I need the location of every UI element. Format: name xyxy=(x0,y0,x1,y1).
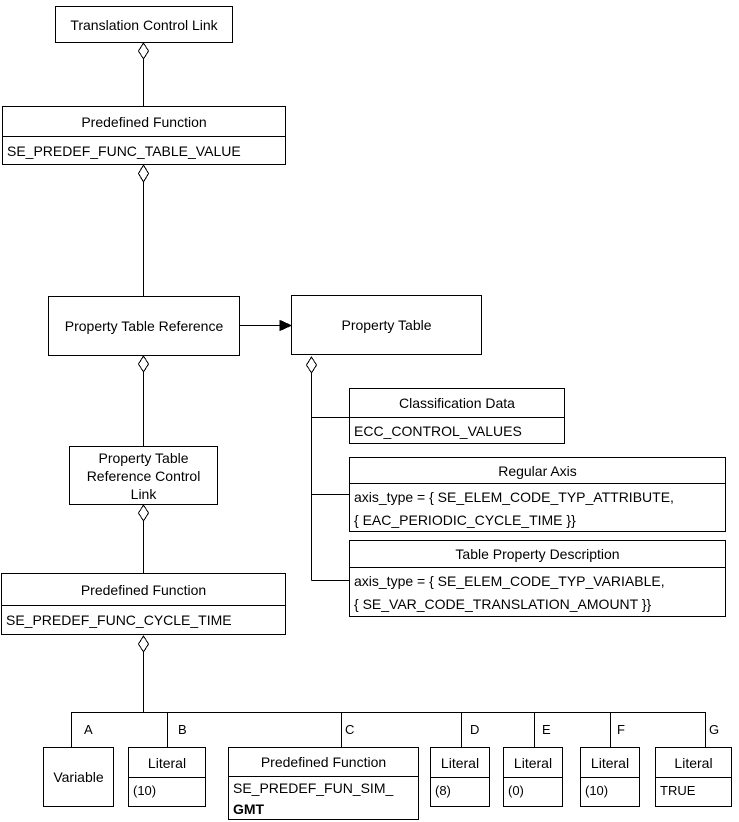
node-translation-control-link: Translation Control Link xyxy=(55,6,233,43)
node-predefined-function-table-value: Predefined Function SE_PREDEF_FUNC_TABLE… xyxy=(2,106,286,165)
node-title: Classification Data xyxy=(350,389,564,418)
node-predefined-function-cycle-time: Predefined Function SE_PREDEF_FUNC_CYCLE… xyxy=(1,573,286,635)
node-property-table-reference-control-link: Property Table Reference Control Link xyxy=(69,446,218,505)
node-literal-g: Literal TRUE xyxy=(655,747,732,807)
node-title: Predefined Function xyxy=(3,107,285,137)
node-classification-data: Classification Data ECC_CONTROL_VALUES xyxy=(349,388,565,444)
node-title: Property Table Reference Control Link xyxy=(86,449,201,502)
node-value-line: SE_PREDEF_FUN_SIM_ xyxy=(233,780,394,796)
node-value: TRUE xyxy=(660,783,696,798)
node-title: Predefined Function xyxy=(2,574,285,606)
node-title: Table Property Description xyxy=(350,541,725,568)
edge-label-d: D xyxy=(470,722,480,737)
node-value-line: { EAC_PERIODIC_CYCLE_TIME }} xyxy=(354,512,576,528)
node-title: Literal xyxy=(431,748,489,778)
edge-label-e: E xyxy=(542,722,551,737)
node-table-property-description: Table Property Description axis_type = {… xyxy=(349,540,726,617)
node-title: Variable xyxy=(53,769,104,785)
node-value-line: axis_type = { SE_ELEM_CODE_TYP_ATTRIBUTE… xyxy=(354,489,674,505)
node-value-line: axis_type = { SE_ELEM_CODE_TYP_VARIABLE, xyxy=(354,573,665,589)
node-title: Property Table xyxy=(341,317,432,333)
aggregation-diamond-ptr xyxy=(137,355,150,373)
node-literal-b: Literal (10) xyxy=(128,747,206,807)
node-title: Regular Axis xyxy=(350,458,725,484)
aggregation-diamond-tcl xyxy=(137,42,150,60)
node-title: Literal xyxy=(656,748,731,778)
node-value: (10) xyxy=(585,783,609,798)
node-value: (8) xyxy=(435,783,451,798)
aggregation-diamond-pf2 xyxy=(137,635,150,653)
node-title: Literal xyxy=(581,748,639,778)
node-regular-axis: Regular Axis axis_type = { SE_ELEM_CODE_… xyxy=(349,457,726,532)
edge-label-b: B xyxy=(178,722,187,737)
node-value: axis_type = { SE_ELEM_CODE_TYP_VARIABLE,… xyxy=(350,568,725,616)
node-value: axis_type = { SE_ELEM_CODE_TYP_ATTRIBUTE… xyxy=(350,484,725,532)
node-title: Translation Control Link xyxy=(70,16,218,33)
edge-label-g: G xyxy=(709,722,720,737)
node-title: Predefined Function xyxy=(229,748,418,777)
node-value-line: GMT xyxy=(233,801,265,817)
node-value: (10) xyxy=(133,783,157,798)
aggregation-diamond-pf1 xyxy=(137,164,150,183)
node-value-line: { SE_VAR_CODE_TRANSLATION_AMOUNT }} xyxy=(354,596,652,612)
node-title: Literal xyxy=(129,748,205,778)
node-literal-d: Literal (8) xyxy=(430,747,490,807)
node-value: (0) xyxy=(508,783,524,798)
node-literal-e: Literal (0) xyxy=(503,747,563,807)
node-value: SE_PREDEF_FUNC_TABLE_VALUE xyxy=(7,142,241,159)
node-property-table-reference: Property Table Reference xyxy=(48,296,240,356)
aggregation-diamond-ptrcl xyxy=(137,504,150,522)
node-literal-f: Literal (10) xyxy=(580,747,640,807)
aggregation-diamond-pt xyxy=(305,356,318,374)
node-title: Literal xyxy=(504,748,562,778)
edge-label-a: A xyxy=(84,722,93,737)
edge-label-f: F xyxy=(617,722,625,737)
node-value: SE_PREDEF_FUN_SIM_ GMT xyxy=(229,777,418,820)
node-variable: Variable xyxy=(43,747,114,807)
node-property-table: Property Table xyxy=(291,295,482,355)
node-title: Property Table Reference xyxy=(64,318,224,334)
node-predefined-function-sim-gmt: Predefined Function SE_PREDEF_FUN_SIM_ G… xyxy=(228,747,419,820)
node-value: SE_PREDEF_FUNC_CYCLE_TIME xyxy=(6,612,232,628)
edge-label-c: C xyxy=(345,722,355,737)
arrowhead-pt xyxy=(279,319,293,332)
node-value: ECC_CONTROL_VALUES xyxy=(354,422,522,439)
